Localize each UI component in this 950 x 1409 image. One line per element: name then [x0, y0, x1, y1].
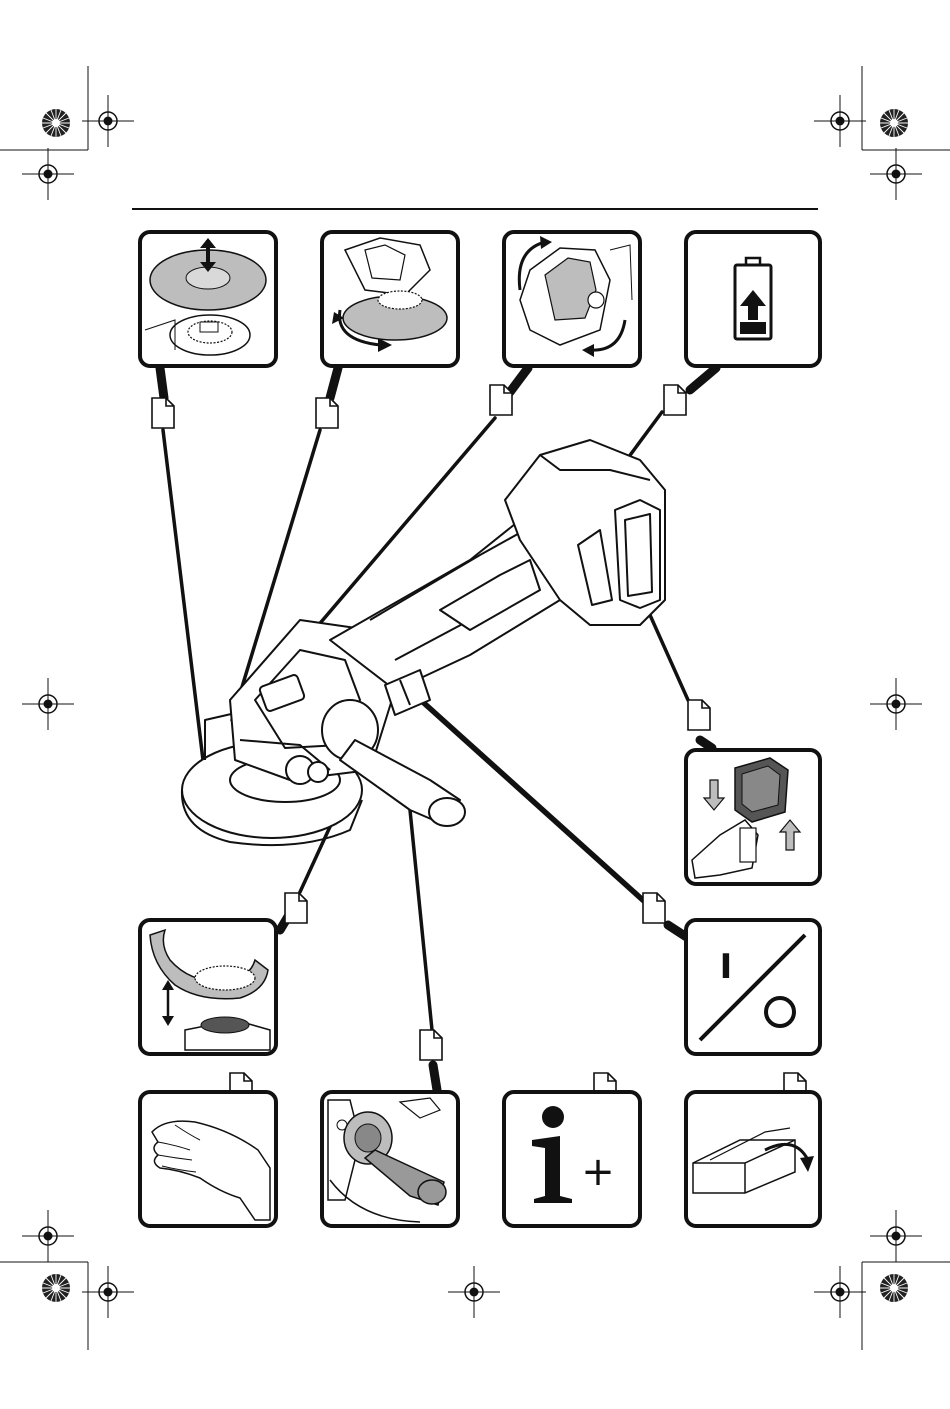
registration-crosshair-icon	[22, 678, 74, 730]
panel-packaging-box	[686, 1092, 820, 1226]
registration-crosshair-icon	[448, 1266, 500, 1318]
panel-guard	[140, 920, 276, 1054]
registration-crosshair-icon	[22, 148, 74, 200]
on-symbol: I	[720, 947, 733, 987]
panel-disc-rotation	[322, 232, 458, 366]
panel-on-off-switch: I	[686, 920, 820, 1054]
panel-auxiliary-handle	[322, 1092, 458, 1226]
doc-reference-icon	[316, 398, 338, 428]
doc-reference-icon	[152, 398, 174, 428]
registration-crosshair-icon	[82, 95, 134, 147]
registration-crosshair-icon	[814, 95, 866, 147]
panel-battery-insert	[686, 750, 820, 884]
panel-grinding-disc	[140, 232, 276, 366]
registration-crosshair-icon	[22, 1210, 74, 1262]
registration-crosshair-icon	[82, 1266, 134, 1318]
battery-charge-icon	[735, 258, 771, 339]
registration-crosshair-icon	[870, 678, 922, 730]
registration-star-icon	[42, 1274, 70, 1302]
doc-reference-icon	[643, 893, 665, 923]
panel-hand-glove	[140, 1092, 276, 1226]
doc-reference-icon	[664, 385, 686, 415]
doc-reference-icon	[420, 1030, 442, 1060]
panel-information: +	[504, 1092, 640, 1226]
registration-star-icon	[880, 109, 908, 137]
doc-reference-icon	[285, 893, 307, 923]
panel-gearhead-rotate	[504, 232, 640, 366]
registration-crosshair-icon	[870, 148, 922, 200]
panel-battery-charge	[686, 232, 820, 366]
registration-star-icon	[42, 109, 70, 137]
registration-star-icon	[880, 1274, 908, 1302]
plus-symbol: +	[581, 1149, 615, 1195]
registration-crosshair-icon	[814, 1266, 866, 1318]
off-symbol	[766, 998, 794, 1026]
registration-crosshair-icon	[870, 1210, 922, 1262]
doc-reference-icon	[688, 700, 710, 730]
doc-reference-icon	[490, 385, 512, 415]
